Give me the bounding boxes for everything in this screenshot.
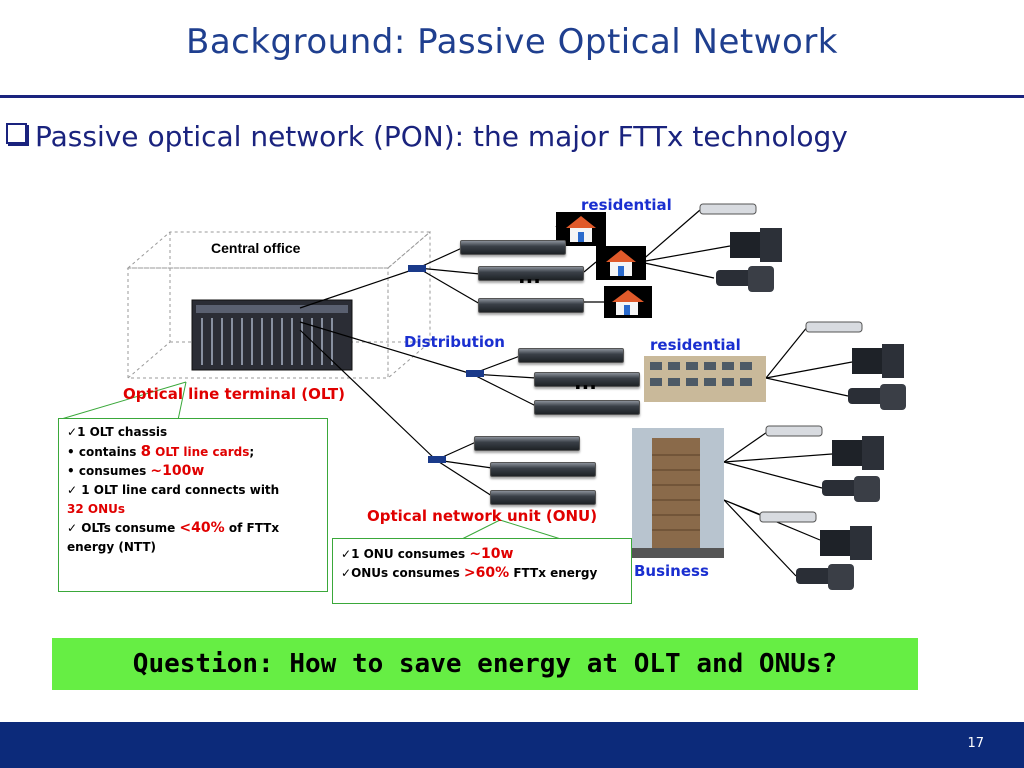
olt-info-line: ✓1 OLT chassis [67, 425, 168, 439]
end-user-devices [699, 203, 906, 590]
onu-unit [534, 400, 640, 415]
onu-unit [460, 240, 566, 255]
olt-info-line: • consumes ~100w [67, 463, 205, 479]
onu-info-line: ✓ONUs consumes >60% FTTx energy [341, 565, 598, 581]
business-label: Business [634, 562, 709, 580]
apartment-building-icon [644, 356, 766, 402]
slide-title: Background: Passive Optical Network [186, 22, 838, 62]
residential-label-top: residential [581, 196, 672, 214]
onu-info-line: ✓1 ONU consumes ~10w [341, 546, 514, 562]
olt-info-line: energy (NTT) [67, 540, 156, 554]
olt-info-box: ✓1 OLT chassis • contains 8 OLT line car… [58, 418, 328, 592]
onu-unit [490, 462, 596, 477]
more-onus-ellipsis: ... [574, 370, 597, 394]
pon-network-diagram [57, 203, 906, 590]
business-building-icon [632, 428, 724, 558]
residential-label-mid: residential [650, 336, 741, 354]
more-onus-ellipsis: ... [518, 264, 541, 288]
olt-info-line: 32 ONUs [67, 502, 126, 516]
page-number: 17 [967, 736, 984, 751]
distribution-label: Distribution [404, 333, 505, 351]
checkbox-bullet-icon [6, 123, 27, 144]
callout-pointers [57, 381, 565, 541]
olt-info-line: • contains 8 OLT line cards; [67, 442, 255, 460]
main-bullet: Passive optical network (PON): the major… [6, 120, 848, 153]
olt-info-line: ✓ 1 OLT line card connects with [67, 483, 280, 497]
onu-unit [518, 348, 624, 363]
onu-unit [478, 298, 584, 313]
onu-label: Optical network unit (ONU) [367, 507, 598, 525]
onu-unit [474, 436, 580, 451]
central-office-label: Central office [211, 240, 301, 256]
onu-info-box: ✓1 ONU consumes ~10w ✓ONUs consumes >60%… [332, 538, 632, 604]
olt-chassis-icon [191, 299, 353, 371]
olt-label: Optical line terminal (OLT) [123, 385, 345, 403]
footer-bar [0, 722, 1024, 768]
main-bullet-text: Passive optical network (PON): the major… [35, 120, 848, 153]
splitter-icons [408, 265, 484, 463]
house-icons [556, 212, 652, 318]
onu-unit [490, 490, 596, 505]
onu-unit [534, 372, 640, 387]
title-divider [0, 95, 1024, 98]
onu-unit [478, 266, 584, 281]
olt-info-line: ✓ OLTs consume <40% of FTTx [67, 520, 280, 536]
question-banner: Question: How to save energy at OLT and … [52, 638, 918, 690]
